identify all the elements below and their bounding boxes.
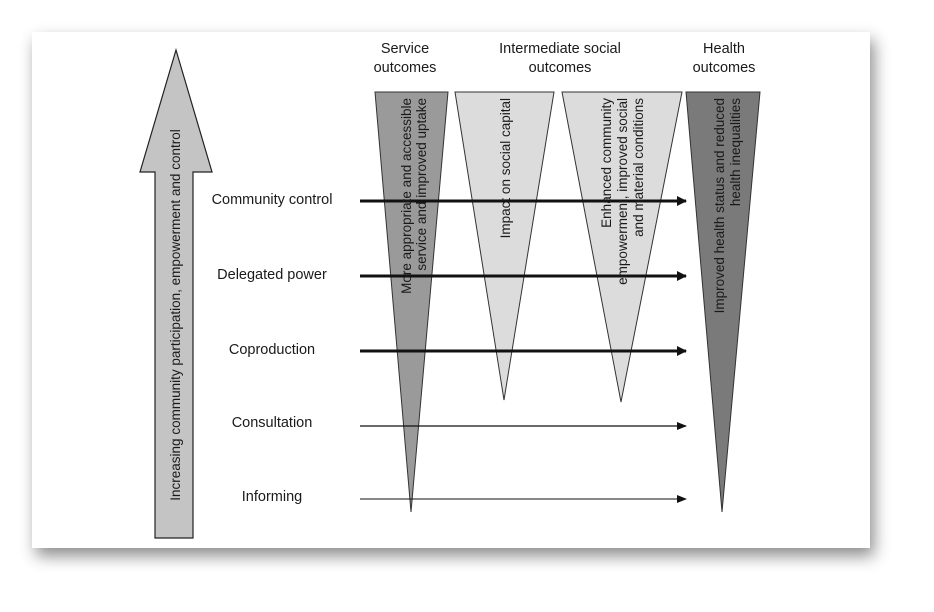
header-intermediate-line1: Intermediate social xyxy=(499,41,621,57)
header-service-line2: outcomes xyxy=(374,60,437,76)
health-text-line2: health inequalities xyxy=(728,98,743,206)
service-outcome-triangle xyxy=(374,91,449,513)
social-capital-text: Impact on social capital xyxy=(498,98,513,238)
header-health-line2: outcomes xyxy=(693,60,756,76)
level-informing: Informing xyxy=(242,489,302,505)
community-text-line1: Enhanced community xyxy=(599,98,614,228)
social-capital-triangle xyxy=(454,91,555,401)
health-outcome-triangle xyxy=(685,91,761,513)
service-text-line2: service and improved uptake xyxy=(414,98,429,271)
level-coproduction: Coproduction xyxy=(229,342,315,358)
header-health-line1: Health xyxy=(703,41,745,57)
community-text-line2: empowerment, improved social xyxy=(615,98,630,285)
increasing-participation-arrow xyxy=(139,47,213,539)
side-arrow-label: Increasing community participation, empo… xyxy=(168,129,183,500)
community-empowerment-triangle xyxy=(561,91,683,403)
header-service-line1: Service xyxy=(381,41,429,57)
community-text-line3: and material conditions xyxy=(631,98,646,237)
health-text-line1: Improved health status and reduced xyxy=(712,98,727,313)
header-intermediate-line2: outcomes xyxy=(529,60,592,76)
level-community-control: Community control xyxy=(212,192,333,208)
service-text-line1: More appropriate and accessible xyxy=(399,98,414,294)
level-delegated-power: Delegated power xyxy=(217,267,327,283)
level-consultation: Consultation xyxy=(232,415,313,431)
